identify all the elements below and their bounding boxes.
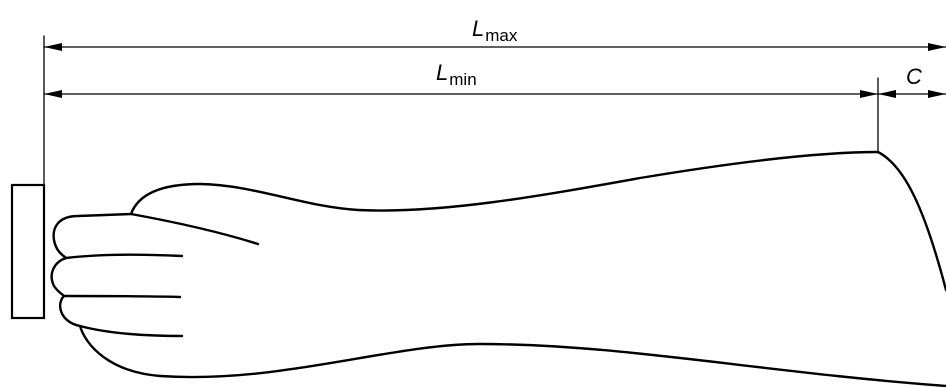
- finger-line-3: [78, 324, 184, 338]
- arrowhead-lmin-right: [860, 90, 878, 98]
- dimension-lmin: [43, 90, 879, 98]
- dimension-lmax: [43, 43, 946, 51]
- dimension-c: [877, 90, 946, 98]
- finger-line-2: [62, 294, 182, 299]
- thumb-crease-line: [129, 212, 260, 246]
- arrowhead-lmin-left: [44, 90, 62, 98]
- finger-line-1: [64, 253, 184, 260]
- arrowhead-lmax-right: [928, 43, 946, 51]
- label-lmax: Lmax: [472, 16, 518, 45]
- measuring-base-plate: [10, 183, 46, 320]
- glove-outline: [50, 150, 946, 387]
- arrowhead-c-left: [878, 90, 896, 98]
- label-lmin: Lmin: [436, 60, 477, 89]
- glove-cuff-edge: [876, 150, 946, 292]
- arrowhead-c-right: [928, 90, 946, 98]
- arrowhead-lmax-left: [44, 43, 62, 51]
- label-c: C: [906, 64, 922, 89]
